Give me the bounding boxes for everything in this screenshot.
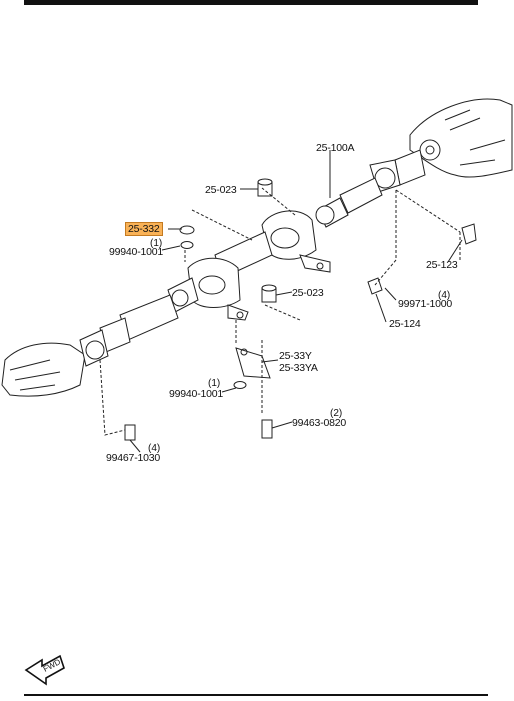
label-99467-1030: 99467-1030 xyxy=(106,452,161,464)
qty-99971: (4) xyxy=(438,290,451,301)
qty-top: (1) xyxy=(150,238,163,249)
label-25-100a: 25-100A xyxy=(316,142,355,154)
label-99463-0820: 99463-0820 xyxy=(292,417,347,429)
front-shaft xyxy=(315,149,426,228)
rear-shaft xyxy=(79,277,199,367)
label-99971-1000: 99971-1000 xyxy=(398,298,453,310)
label-25-33y: 25-33Y xyxy=(279,350,312,362)
bottom-rule xyxy=(24,694,488,696)
qty-99463: (2) xyxy=(330,408,343,419)
label-25-023-mid: 25-023 xyxy=(292,287,324,299)
label-99940-1001-bot: 99940-1001 xyxy=(169,388,224,400)
center-bearing xyxy=(261,210,331,273)
label-25-023-top: 25-023 xyxy=(205,184,237,196)
transmission-housing xyxy=(409,98,513,178)
fwd-arrow-icon: FWD xyxy=(24,654,65,686)
qty-bot: (1) xyxy=(208,378,221,389)
label-25-332-highlighted: 25-332 xyxy=(125,222,163,236)
label-99940-1001-top: 99940-1001 xyxy=(109,246,164,258)
solid-leaders xyxy=(129,150,463,453)
dashed-leaders xyxy=(99,187,461,436)
label-25-33ya: 25-33YA xyxy=(279,362,318,374)
label-25-124: 25-124 xyxy=(389,318,421,330)
label-25-123: 25-123 xyxy=(426,259,458,271)
differential-housing xyxy=(1,342,86,397)
rear-bearing xyxy=(187,257,249,321)
top-rule xyxy=(24,0,478,5)
qty-99467: (4) xyxy=(148,443,161,454)
